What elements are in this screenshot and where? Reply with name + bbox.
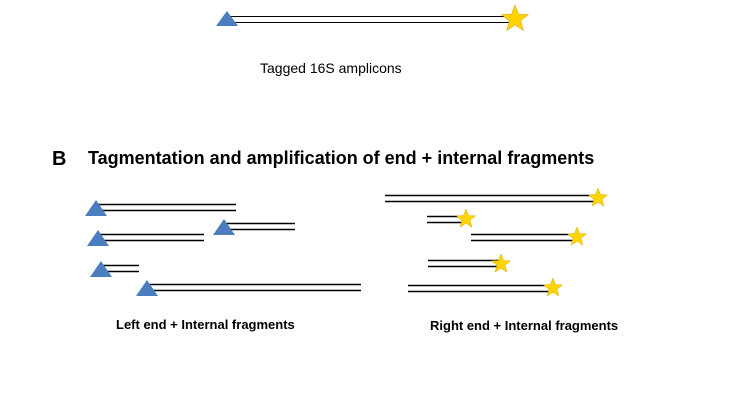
left-fragments-label: Left end + Internal fragments [116,317,295,332]
triangle-icon [87,230,109,246]
left-fragments-group [85,200,361,296]
triangle-icon [216,11,238,26]
panel-title: Tagmentation and amplification of end + … [88,148,595,168]
triangle-icon [85,200,107,216]
triangle-icon [213,219,235,235]
panel-a-amplicon [216,4,530,32]
amplicon-caption: Tagged 16S amplicons [260,60,402,76]
star-icon [500,4,530,32]
panel-letter: B [52,148,67,170]
right-fragments-group [385,187,609,297]
star-icon [566,226,588,246]
triangle-icon [90,261,112,277]
star-icon [490,253,512,273]
triangle-icon [136,280,158,296]
star-icon [587,187,609,207]
star-icon [455,208,477,228]
right-fragments-label: Right end + Internal fragments [430,318,619,333]
star-icon [542,277,564,297]
